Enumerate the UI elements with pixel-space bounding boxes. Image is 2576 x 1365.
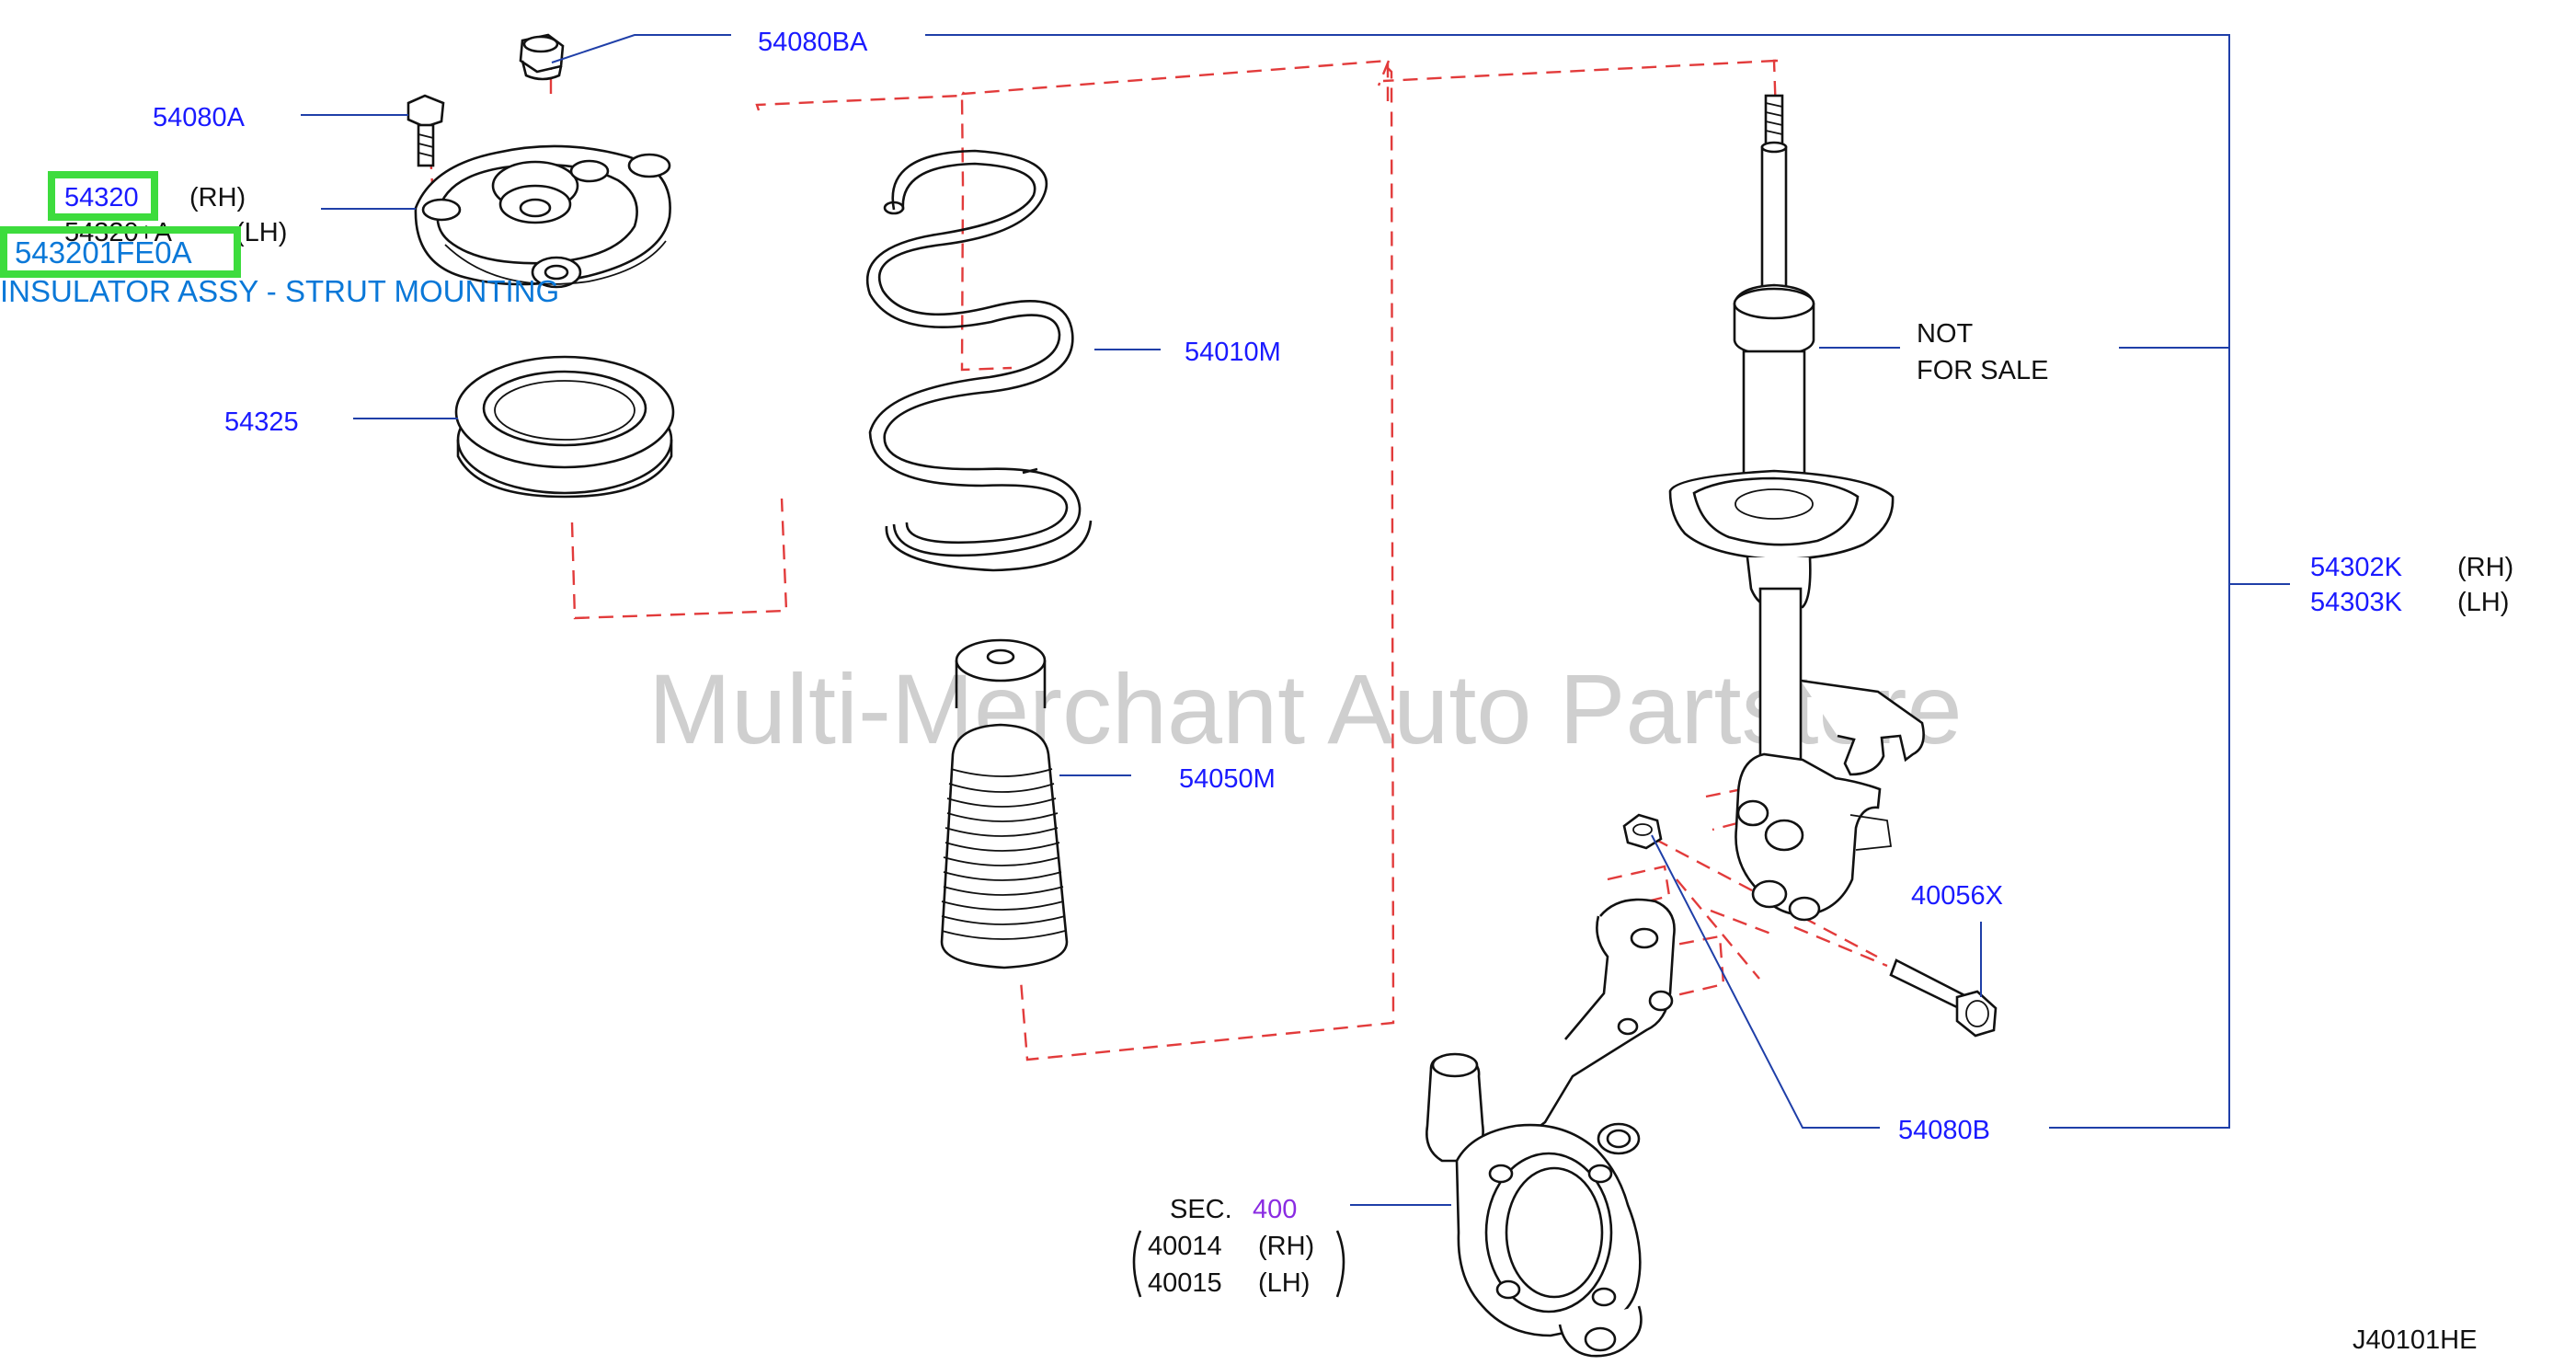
label-54080A[interactable]: 54080A <box>153 103 246 132</box>
label-40014[interactable]: 40014 <box>1148 1232 1222 1261</box>
label-54320-side: (RH) <box>189 183 246 212</box>
not-for-sale-line1: NOT <box>1917 319 1974 349</box>
knuckle-nut-drawing <box>1622 813 1663 850</box>
diagram-code: J40101HE <box>2353 1325 2477 1355</box>
label-40015[interactable]: 40015 <box>1148 1268 1222 1298</box>
label-sec: SEC. <box>1170 1195 1232 1224</box>
label-54320[interactable]: 54320 <box>64 183 139 212</box>
knuckle-drawing <box>1425 898 1676 1358</box>
bound-bumper-drawing <box>940 638 1069 969</box>
bumper-seat-drawing <box>454 355 675 499</box>
upper-bolt-drawing <box>406 94 445 167</box>
label-40014-side: (RH) <box>1258 1232 1314 1261</box>
label-54050M[interactable]: 54050M <box>1179 764 1276 794</box>
label-54010M[interactable]: 54010M <box>1185 338 1281 367</box>
highlight-description: INSULATOR ASSY - STRUT MOUNTING <box>0 274 559 308</box>
highlight-part-number[interactable]: 543201FE0A <box>15 235 192 270</box>
knuckle-bolt-drawing <box>1889 958 1998 1038</box>
label-54302K[interactable]: 54302K <box>2310 553 2403 582</box>
upper-nut-drawing <box>519 33 565 81</box>
not-for-sale-line2: FOR SALE <box>1917 356 2048 385</box>
label-54080B[interactable]: 54080B <box>1898 1116 1990 1145</box>
label-54080BA[interactable]: 54080BA <box>758 28 868 57</box>
highlight-box-part-number[interactable] <box>0 226 241 278</box>
label-sec-400[interactable]: 400 <box>1253 1195 1297 1224</box>
strut-drawing <box>1668 94 1925 922</box>
bracket-left <box>1132 1230 1142 1298</box>
bracket-right <box>1335 1230 1345 1298</box>
part-labels: 54080A 54080BA 54320 (RH) 54320+A (LH) 5… <box>64 28 2513 1355</box>
label-54303K[interactable]: 54303K <box>2310 588 2403 617</box>
label-40015-side: (LH) <box>1258 1268 1310 1298</box>
insulator-drawing <box>414 144 671 289</box>
label-54320A-side: (LH) <box>235 218 287 247</box>
label-54303K-side: (LH) <box>2457 588 2509 617</box>
leader-lines <box>301 34 2290 1206</box>
coil-spring-drawing <box>865 149 1093 572</box>
selected-part-highlight: 543201FE0A INSULATOR ASSY - STRUT MOUNTI… <box>0 171 559 308</box>
label-54302K-side: (RH) <box>2457 553 2513 582</box>
label-40056X[interactable]: 40056X <box>1911 881 2003 911</box>
highlight-box-54320[interactable] <box>48 171 158 221</box>
label-54325[interactable]: 54325 <box>224 407 299 437</box>
watermark: Multi-Merchant Auto Partstore <box>648 653 1963 764</box>
